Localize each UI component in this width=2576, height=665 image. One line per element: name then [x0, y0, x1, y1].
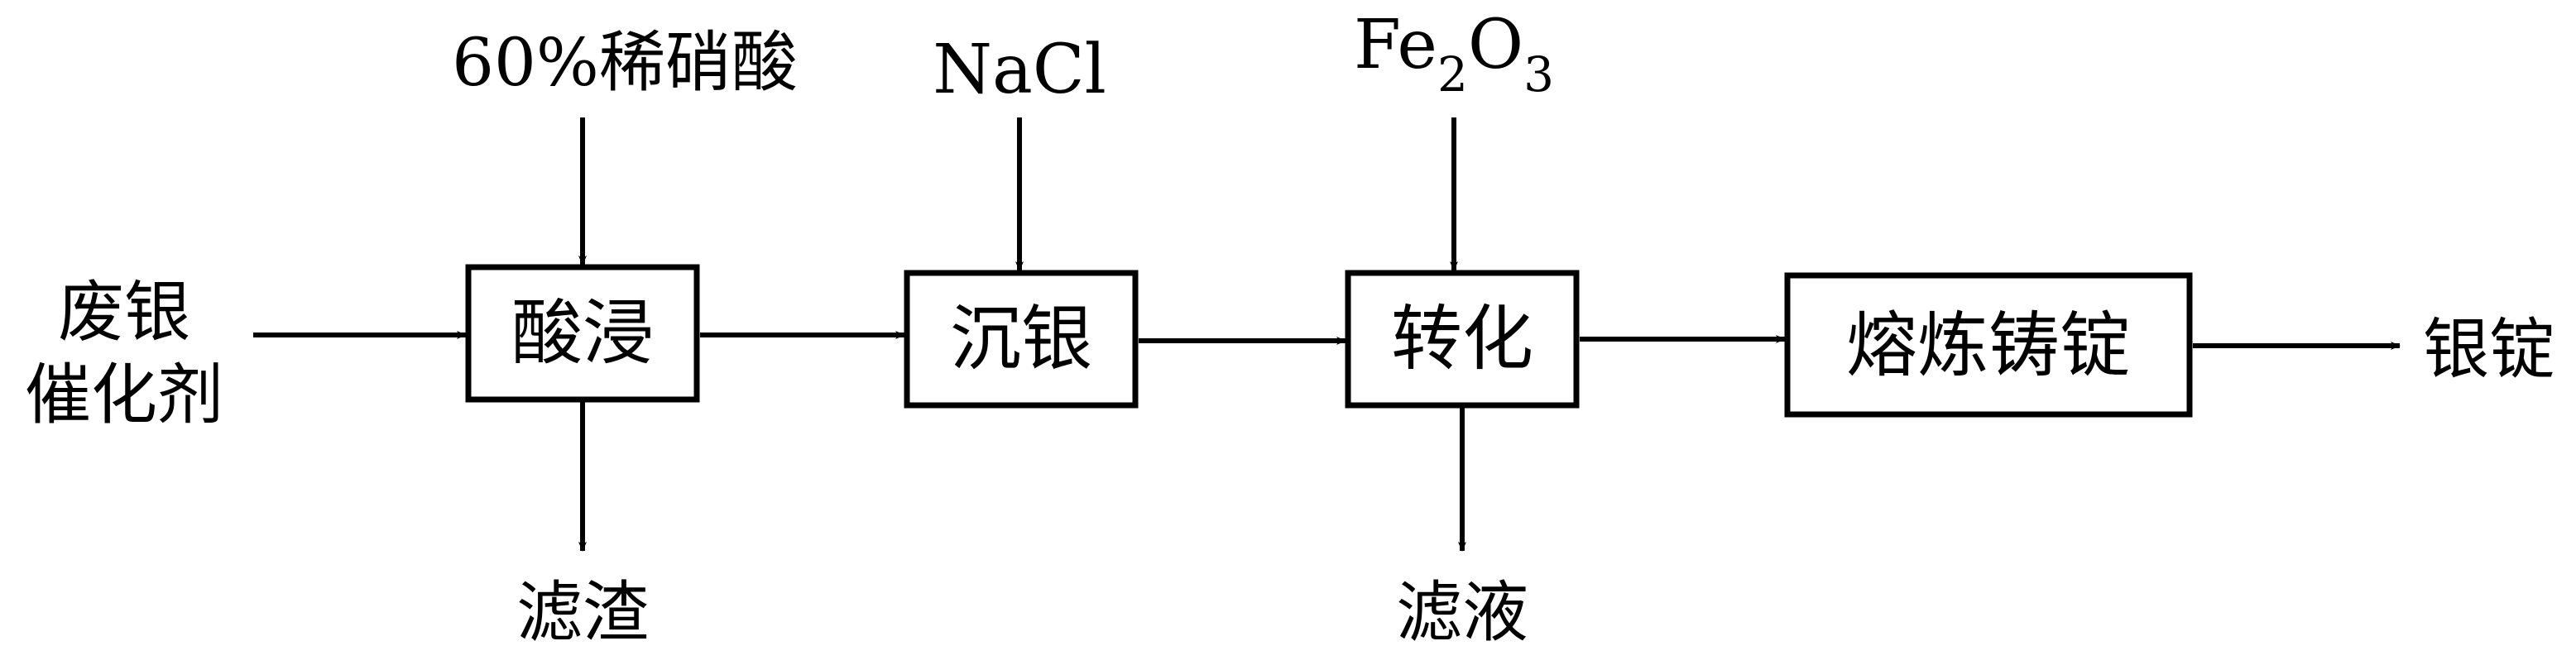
fe2o3-input-label: Fe2O3	[1354, 6, 1554, 103]
ingot-label: 银锭	[2423, 311, 2555, 388]
fe2o3-o: O	[1468, 6, 1523, 84]
step-smelt-cast: 熔炼铸锭	[1846, 304, 2131, 387]
box-silver-precip	[904, 270, 1139, 409]
step-acid-leach: 酸浸	[511, 292, 654, 375]
step-silver-precip: 沉银	[950, 298, 1092, 380]
filtrate-label: 滤液	[1396, 574, 1528, 651]
box-conversion	[1345, 270, 1580, 409]
box-smelt-cast	[1784, 272, 2193, 418]
box-acid-leach	[465, 264, 700, 403]
acid-input-label: 60%稀硝酸	[452, 24, 798, 101]
nacl-input-label: NaCl	[933, 31, 1106, 109]
fe2o3-sub-3: 3	[1523, 46, 1554, 103]
fe2o3-sub-2: 2	[1437, 46, 1468, 103]
fe2o3-fe: Fe	[1354, 6, 1437, 84]
step-conversion: 转化	[1391, 298, 1533, 380]
feed-label-line2: 催化剂	[25, 356, 223, 433]
feed-label-line1: 废银	[58, 274, 190, 351]
residue-label: 滤渣	[516, 574, 649, 651]
